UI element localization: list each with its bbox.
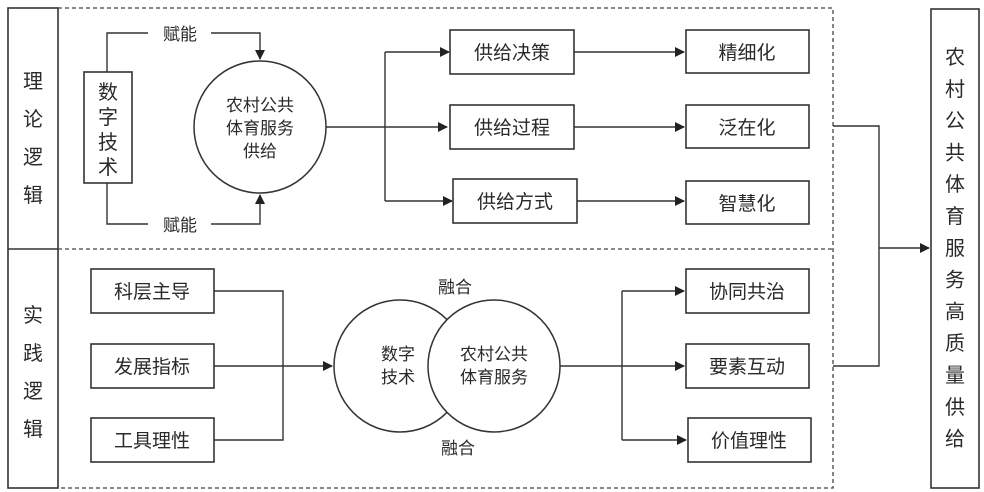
- ubiquitous-box: [685, 104, 810, 149]
- theory-logic-label: 理 论 逻 辑: [23, 69, 43, 207]
- value-rationality-label: 价值理性: [711, 430, 787, 452]
- outcome-char: 供: [945, 395, 965, 419]
- outcome-char: 质: [945, 331, 965, 355]
- supply-mode-box: [452, 178, 578, 224]
- digital-tech-circle-line: 数字: [381, 345, 415, 365]
- practice-logic-label: 实 践 逻 辑: [23, 303, 43, 441]
- practice-label-char: 践: [23, 341, 43, 365]
- rural-sports-service-circle: [427, 299, 561, 433]
- theory-label-char: 理: [23, 69, 43, 93]
- rural-sports-service-circle-line: 体育服务: [460, 368, 528, 388]
- outcome-char: 务: [945, 268, 965, 292]
- bureaucracy-box: [90, 268, 215, 314]
- element-interaction-label: 要素互动: [709, 356, 785, 378]
- fusion-bottom-label: 融合: [441, 439, 475, 459]
- left-label-column: [7, 7, 59, 489]
- outcome-char: 服: [945, 236, 965, 260]
- bureaucracy-label: 科层主导: [114, 281, 190, 303]
- digital-tech-char: 术: [98, 155, 118, 179]
- supply-decision-label: 供给决策: [474, 42, 550, 64]
- supply-circle-line: 农村公共: [226, 96, 294, 116]
- empower-top-arrow: [211, 32, 265, 60]
- digital-tech-circle-line: 技术: [381, 368, 415, 388]
- outcome-char: 育: [945, 204, 965, 228]
- dashed-frame: [58, 7, 834, 489]
- outcome-box: [930, 8, 980, 489]
- ubiquitous-label: 泛在化: [718, 117, 775, 139]
- digital-tech-char: 技: [98, 130, 118, 154]
- digital-tech-char: 数: [98, 80, 118, 104]
- supply-circle-line: 体育服务: [226, 119, 294, 139]
- theory-label-char: 逻: [23, 145, 43, 169]
- value-rationality-box: [687, 417, 812, 463]
- refined-label: 精细化: [718, 42, 775, 64]
- empower-bottom-label: 赋能: [163, 216, 197, 236]
- fusion-top-label: 融合: [438, 278, 472, 298]
- instrumental-rationality-label: 工具理性: [114, 430, 190, 452]
- element-interaction-box: [685, 343, 810, 389]
- practice-label-char: 逻: [23, 379, 43, 403]
- empower-top-connector-left: [106, 32, 148, 72]
- supply-decision-box: [449, 29, 575, 75]
- practice-label-char: 实: [23, 303, 43, 327]
- theory-label-char: 辑: [23, 183, 43, 207]
- outcome-char: 高: [945, 299, 965, 323]
- supply-circle-line: 供给: [243, 142, 277, 162]
- merge-bracket-outcome: [833, 125, 880, 367]
- outcome-char: 村: [945, 77, 965, 101]
- collaborative-governance-box: [685, 268, 810, 314]
- practice-label-char: 辑: [23, 417, 43, 441]
- digital-tech-box: [83, 71, 133, 184]
- supply-mode-label: 供给方式: [477, 191, 553, 213]
- rural-sports-service-circle-line: 农村公共: [460, 345, 528, 365]
- outcome-char: 量: [945, 363, 965, 387]
- outcome-char: 农: [945, 45, 965, 69]
- digital-tech-char: 字: [98, 105, 118, 129]
- outcome-char: 体: [945, 172, 965, 196]
- instrumental-rationality-box: [90, 417, 215, 463]
- development-index-box: [90, 343, 215, 389]
- collaborative-governance-label: 协同共治: [709, 281, 785, 303]
- empower-bottom-connector-left: [106, 183, 148, 225]
- smart-box: [685, 180, 810, 225]
- smart-label: 智慧化: [718, 193, 775, 215]
- outcome-char: 给: [945, 427, 965, 451]
- outcome-char: 共: [945, 140, 965, 164]
- refined-box: [685, 29, 810, 74]
- empower-top-label: 赋能: [163, 25, 197, 45]
- theory-label-char: 论: [23, 107, 43, 131]
- development-index-label: 发展指标: [114, 356, 190, 378]
- empower-bottom-arrow: [211, 194, 265, 225]
- supply-process-label: 供给过程: [474, 117, 550, 139]
- outcome-char: 公: [945, 109, 965, 133]
